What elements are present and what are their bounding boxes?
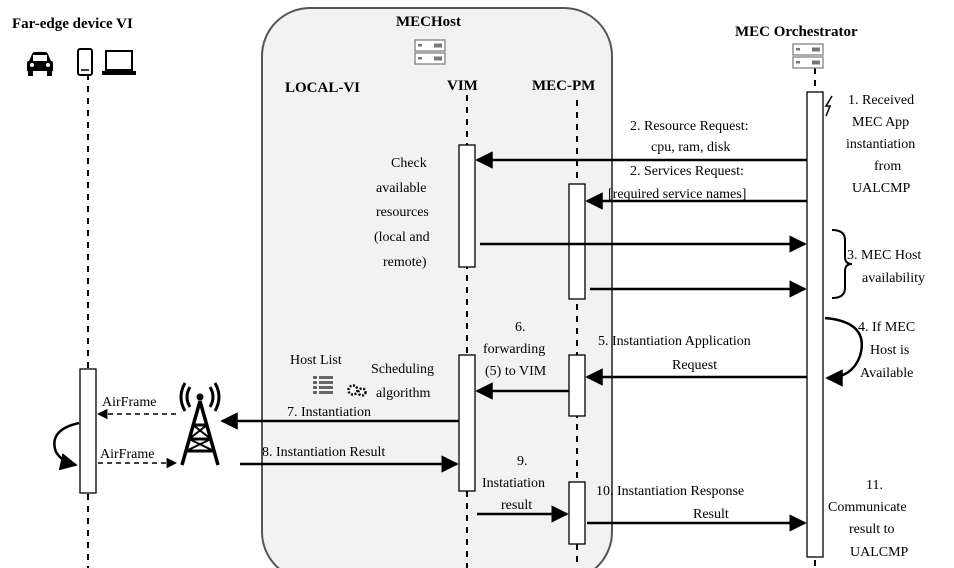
laptop-icon: [102, 50, 136, 75]
phone-icon: [77, 48, 93, 76]
server-icon: [414, 39, 446, 65]
note-communicate-3: result to: [849, 522, 895, 537]
msg-2b-line1: 2. Services Request:: [630, 164, 744, 179]
note-airframe-1: AirFrame: [102, 395, 156, 410]
note-scheduling-2: algorithm: [376, 386, 431, 401]
note-host-list: Host List: [290, 353, 342, 368]
arrow-self-check: [824, 316, 863, 387]
msg-10-line2: Result: [693, 507, 729, 522]
msg-9-line2: Instatiation: [482, 476, 545, 491]
note-check-4: (local and: [374, 230, 430, 245]
note-availability-1: 3. MEC Host: [847, 248, 921, 263]
msg-5-line2: Request: [672, 358, 717, 373]
arrow-device-loop: [53, 421, 80, 471]
availability-brace: [831, 229, 853, 299]
note-if-available-1: 4. If MEC: [858, 320, 915, 335]
list-icon: [313, 376, 333, 394]
mec-pm-title: MEC-PM: [532, 78, 595, 94]
activation-vim-1: [458, 144, 476, 268]
gears-icon: [347, 384, 367, 397]
mec-host-container: [261, 7, 613, 568]
note-check-2: available: [376, 181, 427, 196]
server-icon: [792, 43, 824, 69]
note-received-1: 1. Received: [848, 93, 914, 108]
note-forwarding-1: 6.: [515, 320, 526, 335]
note-airframe-2: AirFrame: [100, 447, 154, 462]
msg-2b-line2: [required service names]: [608, 187, 746, 202]
note-received-3: instantiation: [846, 137, 915, 152]
msg-10-line1: 10. Instantiation Response: [596, 484, 744, 499]
note-communicate-1: 11.: [866, 478, 883, 493]
lightning-icon: [824, 95, 833, 117]
note-communicate-4: UALCMP: [850, 545, 909, 560]
msg-9-line3: result: [501, 498, 532, 513]
vim-title: VIM: [447, 78, 478, 94]
activation-vim-2: [458, 354, 476, 492]
note-communicate-2: Communicate: [828, 500, 907, 515]
note-received-4: from: [874, 159, 901, 174]
antenna-icon: [179, 382, 221, 466]
note-check-1: Check: [391, 156, 427, 171]
orchestrator-title: MEC Orchestrator: [735, 24, 858, 40]
note-check-5: remote): [383, 255, 427, 270]
note-if-available-3: Available: [860, 366, 913, 381]
msg-2a-line2: cpu, ram, disk: [651, 140, 730, 155]
activation-mec-pm-2: [568, 354, 586, 417]
note-if-available-2: Host is: [870, 343, 909, 358]
note-forwarding-2: forwarding: [483, 342, 545, 357]
msg-2a-line1: 2. Resource Request:: [630, 119, 749, 134]
car-icon: [27, 52, 53, 76]
activation-mec-pm-1: [568, 183, 586, 300]
mec-host-title: MECHost: [396, 14, 461, 30]
note-received-5: UALCMP: [852, 181, 911, 196]
activation-orchestrator: [806, 91, 824, 558]
msg-9-line1: 9.: [517, 454, 528, 469]
note-received-2: MEC App: [852, 115, 909, 130]
msg-5-line1: 5. Instantiation Application: [598, 334, 751, 349]
msg-8: 8. Instantiation Result: [262, 445, 385, 460]
local-vi-title: LOCAL-VI: [285, 80, 360, 96]
note-scheduling-1: Scheduling: [371, 362, 434, 377]
note-availability-2: availability: [862, 271, 925, 286]
activation-far-edge: [79, 368, 97, 494]
activation-mec-pm-3: [568, 481, 586, 545]
note-check-3: resources: [376, 205, 429, 220]
note-forwarding-3: (5) to VIM: [485, 364, 547, 379]
msg-7: 7. Instantiation: [287, 405, 371, 420]
far-edge-title: Far-edge device VI: [12, 16, 133, 32]
